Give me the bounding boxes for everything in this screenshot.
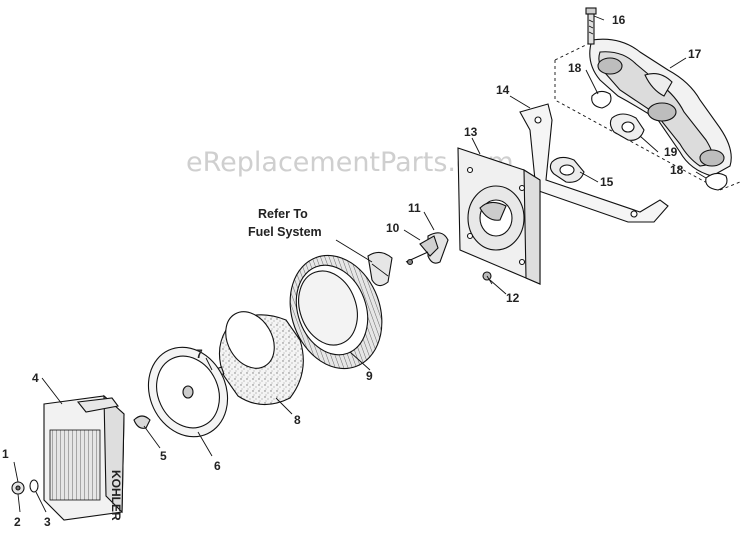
callout-1: 1 [2,447,9,461]
wing-nut-5-part [133,415,151,429]
callout-8: 8 [294,413,301,427]
bolt-16-part [585,7,597,45]
leader-lines [13,15,707,513]
backplate-13-part [457,147,541,285]
callout-2: 2 [14,515,21,529]
precleaner-9-part [289,254,383,370]
callout-10: 10 [386,221,400,235]
callout-7: 7 [196,347,203,361]
callout-4: 4 [32,371,39,385]
callout-6: 6 [214,459,221,473]
note-line-2: Fuel System [248,225,322,239]
callout-5: 5 [160,449,167,463]
callout-19: 19 [664,145,678,159]
knob-1-part [11,481,25,495]
washer-3-part [29,479,39,493]
gasket-15-part [549,156,585,183]
callout-18-upper: 18 [568,61,582,75]
air-cleaner-cover-4-part: KOHLER [43,394,125,521]
fuel-system-reference-note: Refer To Fuel System [248,207,322,239]
gasket-18-upper-part [591,90,612,109]
callout-12: 12 [506,291,520,305]
callout-18-lower: 18 [670,163,684,177]
fuel-system-component-part [367,251,393,287]
air-filter-element-8-part [218,311,304,406]
callout-14: 14 [496,83,510,97]
cover-brand-label: KOHLER [109,470,123,521]
callout-11: 11 [408,201,421,215]
base-plate-6-part [147,346,229,438]
screw-12-part [482,271,493,285]
callout-15: 15 [600,175,614,189]
callout-16: 16 [612,13,626,27]
callout-labels: 1 2 3 4 5 6 7 8 9 10 11 12 13 14 15 16 1… [2,13,702,529]
callout-3: 3 [44,515,51,529]
note-line-1: Refer To [258,207,308,221]
intake-manifold-part [554,38,741,191]
fitting-10-part [405,235,439,266]
gasket-18-lower-part [705,172,728,191]
gasket-19-part [609,113,645,141]
callout-9: 9 [366,369,373,383]
callout-17: 17 [688,47,702,61]
callout-13: 13 [464,125,478,139]
